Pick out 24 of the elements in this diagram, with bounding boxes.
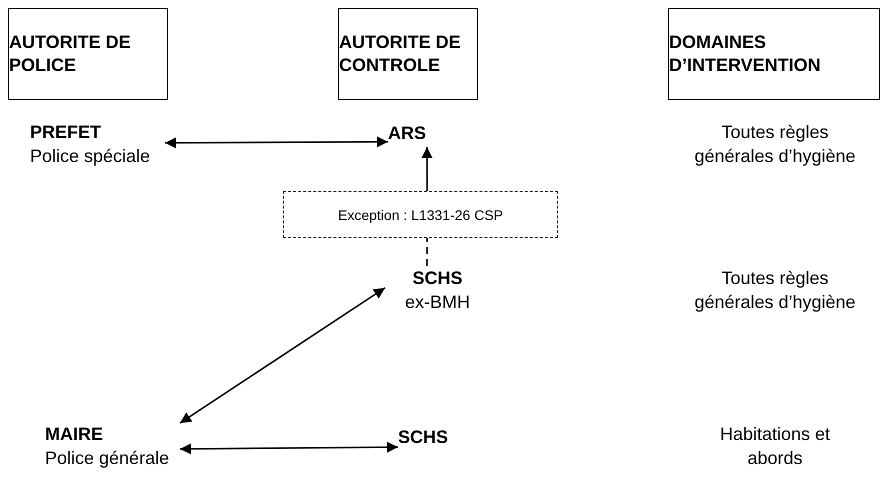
- connector-line: [426, 238, 428, 266]
- header-box: [8, 8, 168, 100]
- authority-name: PREFET: [30, 121, 102, 144]
- domain-text: Toutes règles générales d’hygiène: [693, 267, 857, 314]
- arrow: [421, 147, 433, 191]
- header-box: [668, 8, 880, 100]
- authority-note: Police générale: [45, 447, 170, 470]
- authority-note: ex-BMH: [404, 291, 471, 314]
- arrow: [180, 287, 386, 424]
- column-heading: AUTORITE DE POLICE: [9, 31, 132, 77]
- header-box: [338, 8, 478, 100]
- exception-box: [283, 191, 558, 238]
- arrow: [165, 136, 388, 148]
- authority-name: MAIRE: [45, 423, 104, 446]
- domain-text: Habitations et abords: [718, 423, 832, 470]
- column-heading: AUTORITE DE CONTROLE: [339, 31, 462, 77]
- authority-name: SCHS: [398, 426, 450, 449]
- exception-text: Exception : L1331-26 CSP: [338, 206, 503, 222]
- authority-name: ARS: [388, 122, 428, 145]
- arrow: [180, 442, 398, 454]
- column-heading: DOMAINES D’INTERVENTION: [669, 31, 822, 77]
- domain-text: Toutes règles générales d’hygiène: [693, 121, 857, 168]
- authority-name: SCHS: [411, 267, 464, 290]
- authority-note: Police spéciale: [30, 145, 152, 168]
